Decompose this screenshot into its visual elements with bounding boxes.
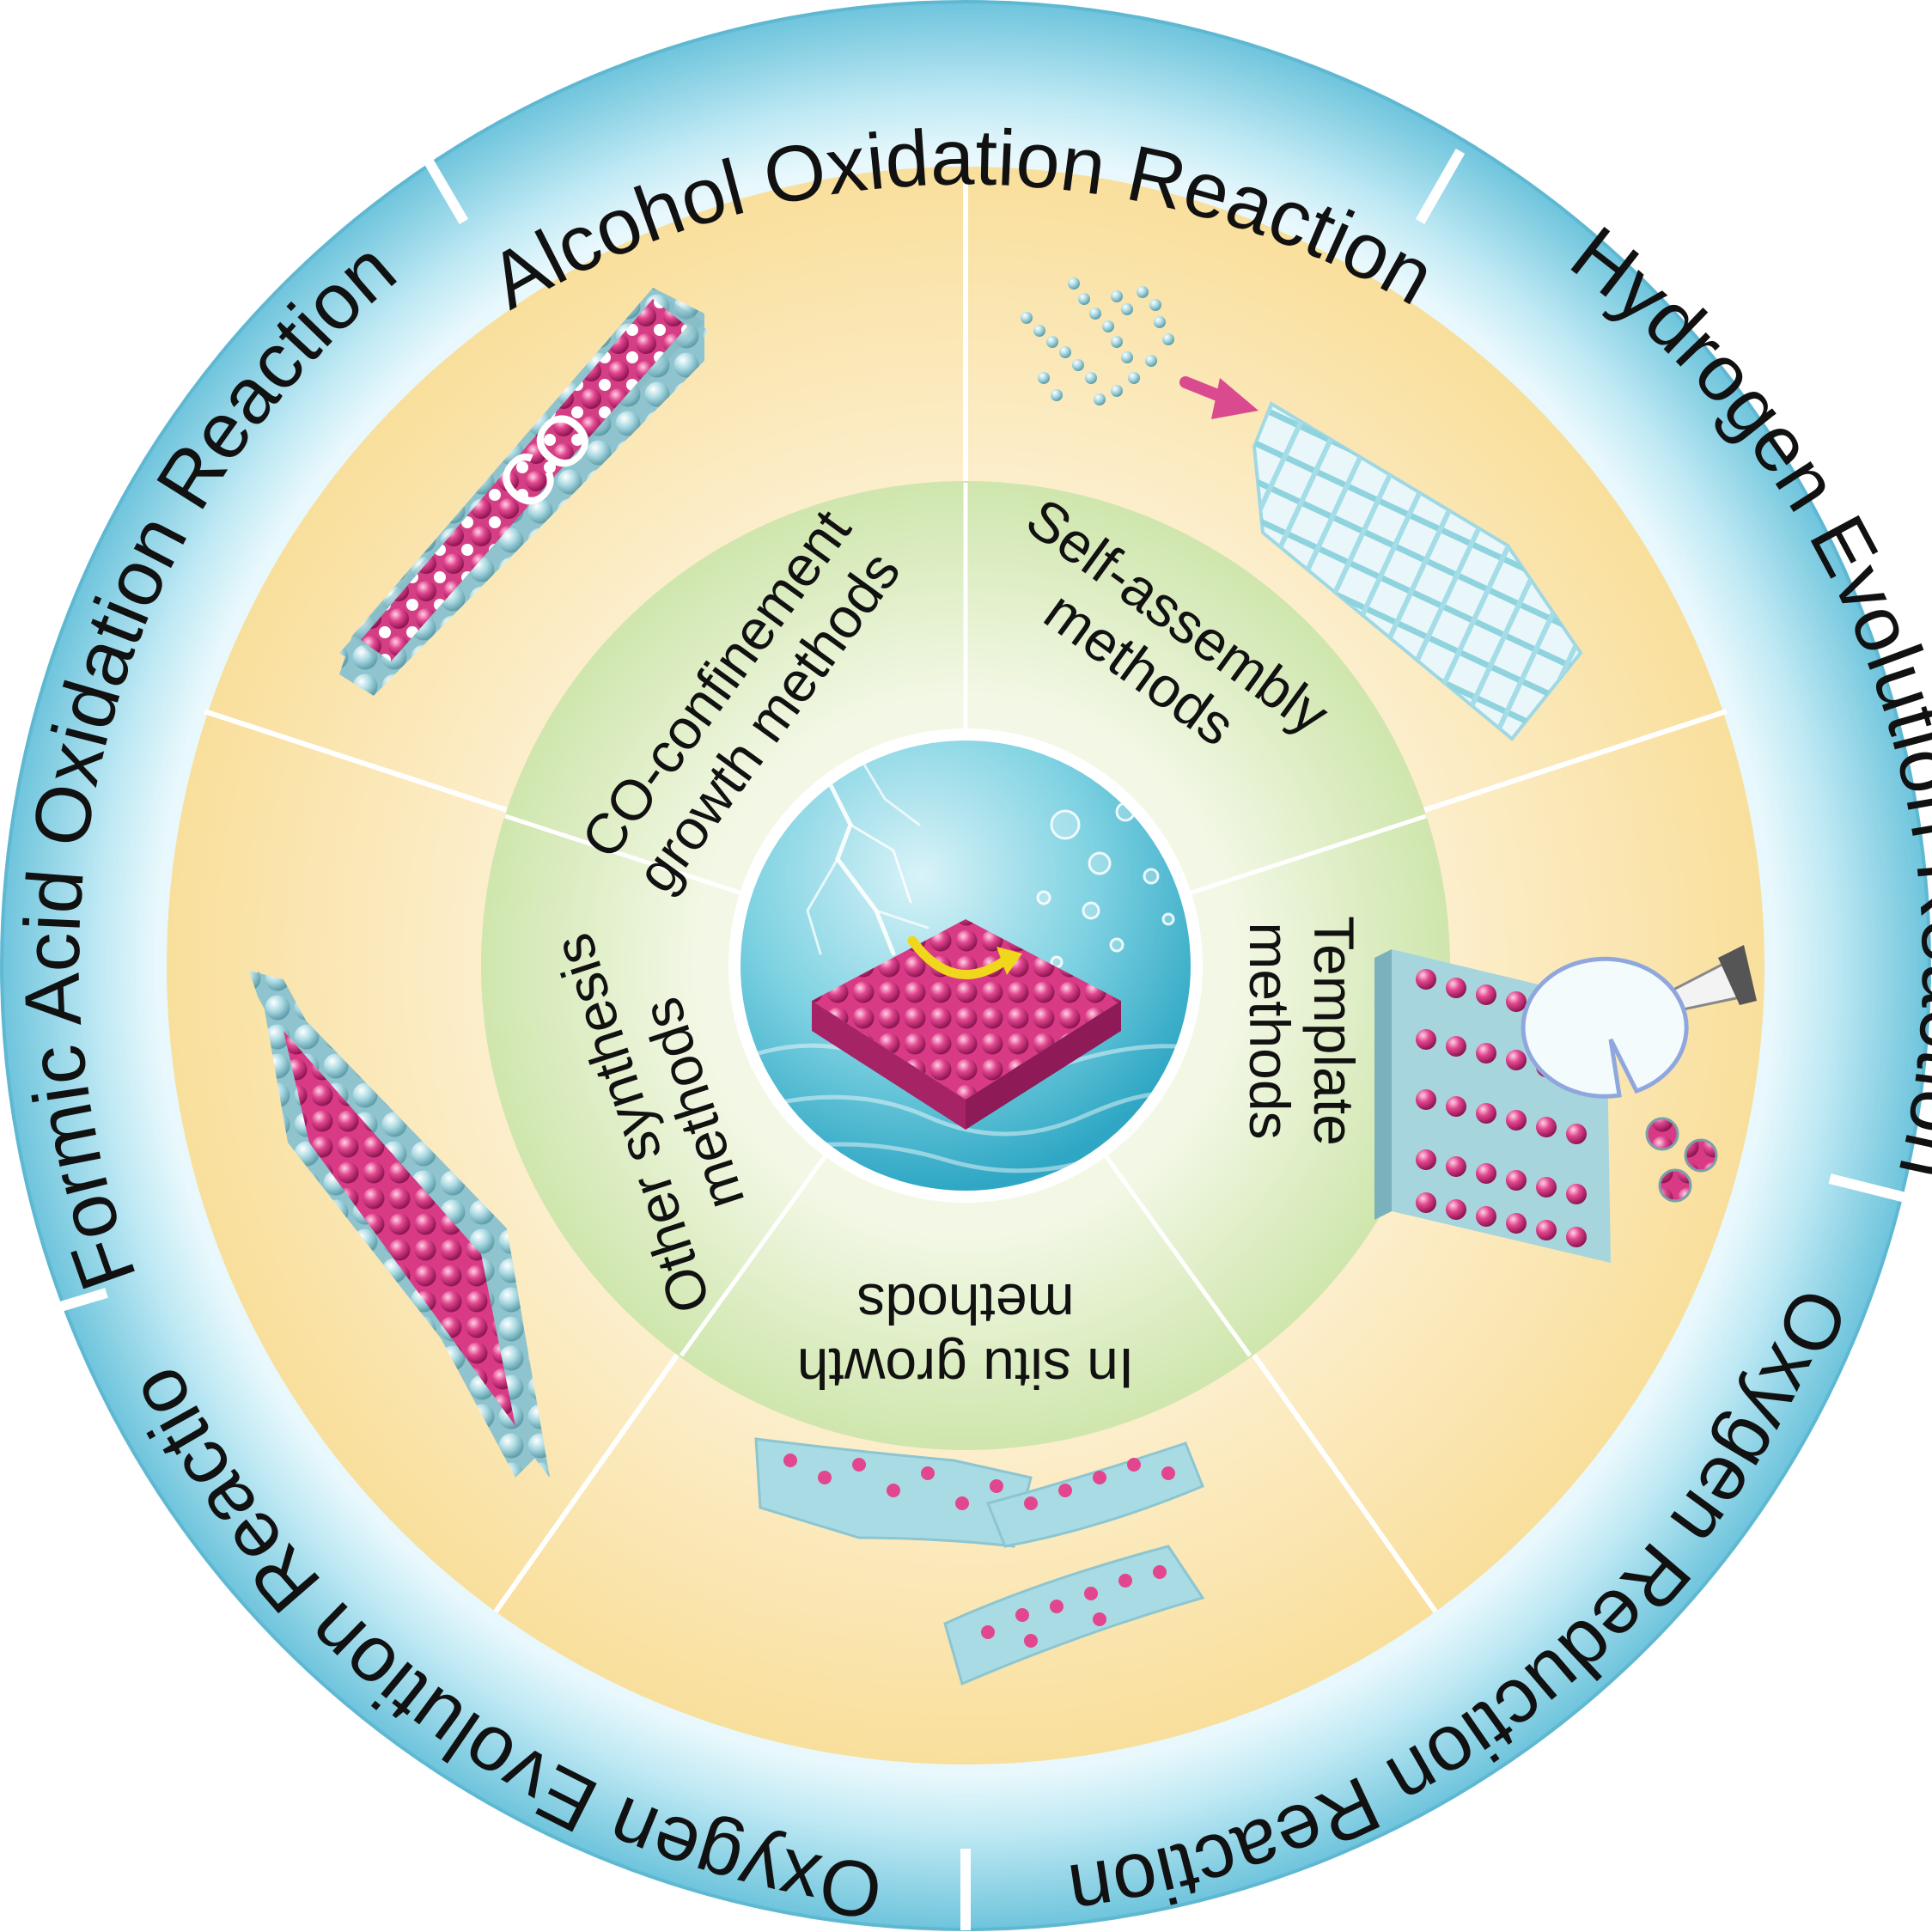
sector-dividers <box>204 168 1728 1613</box>
nanowire-network <box>1252 401 1583 741</box>
svg-text:Template: Template <box>1302 916 1366 1146</box>
svg-text:methods: methods <box>856 1272 1074 1336</box>
ring-dividers <box>27 148 1911 1930</box>
template-illustration <box>1374 945 1757 1263</box>
rotation-arrow-icon <box>907 936 1010 979</box>
pink-nanocrystal <box>812 919 1121 1130</box>
pink-arrow-icon <box>1179 376 1259 419</box>
svg-text:In situ growth: In situ growth <box>797 1337 1135 1400</box>
svg-text:methods: methods <box>1238 922 1301 1139</box>
in-situ-growth-illustration <box>754 1437 1205 1686</box>
method-in-situ-growth: In situ growth methods <box>797 1272 1135 1400</box>
rotation-arrowhead-icon <box>996 947 1022 975</box>
self-assembly-illustration <box>1021 277 1583 741</box>
methods-dividers <box>504 483 1427 1357</box>
method-template: Template methods <box>1238 916 1366 1146</box>
particle-chains <box>1021 277 1174 405</box>
center-catalyst-scene <box>728 728 1203 1203</box>
lightning-icon <box>806 753 929 956</box>
other-synthesis-illustration <box>249 971 550 1478</box>
magnified-droplet-icon <box>1521 956 1718 1203</box>
